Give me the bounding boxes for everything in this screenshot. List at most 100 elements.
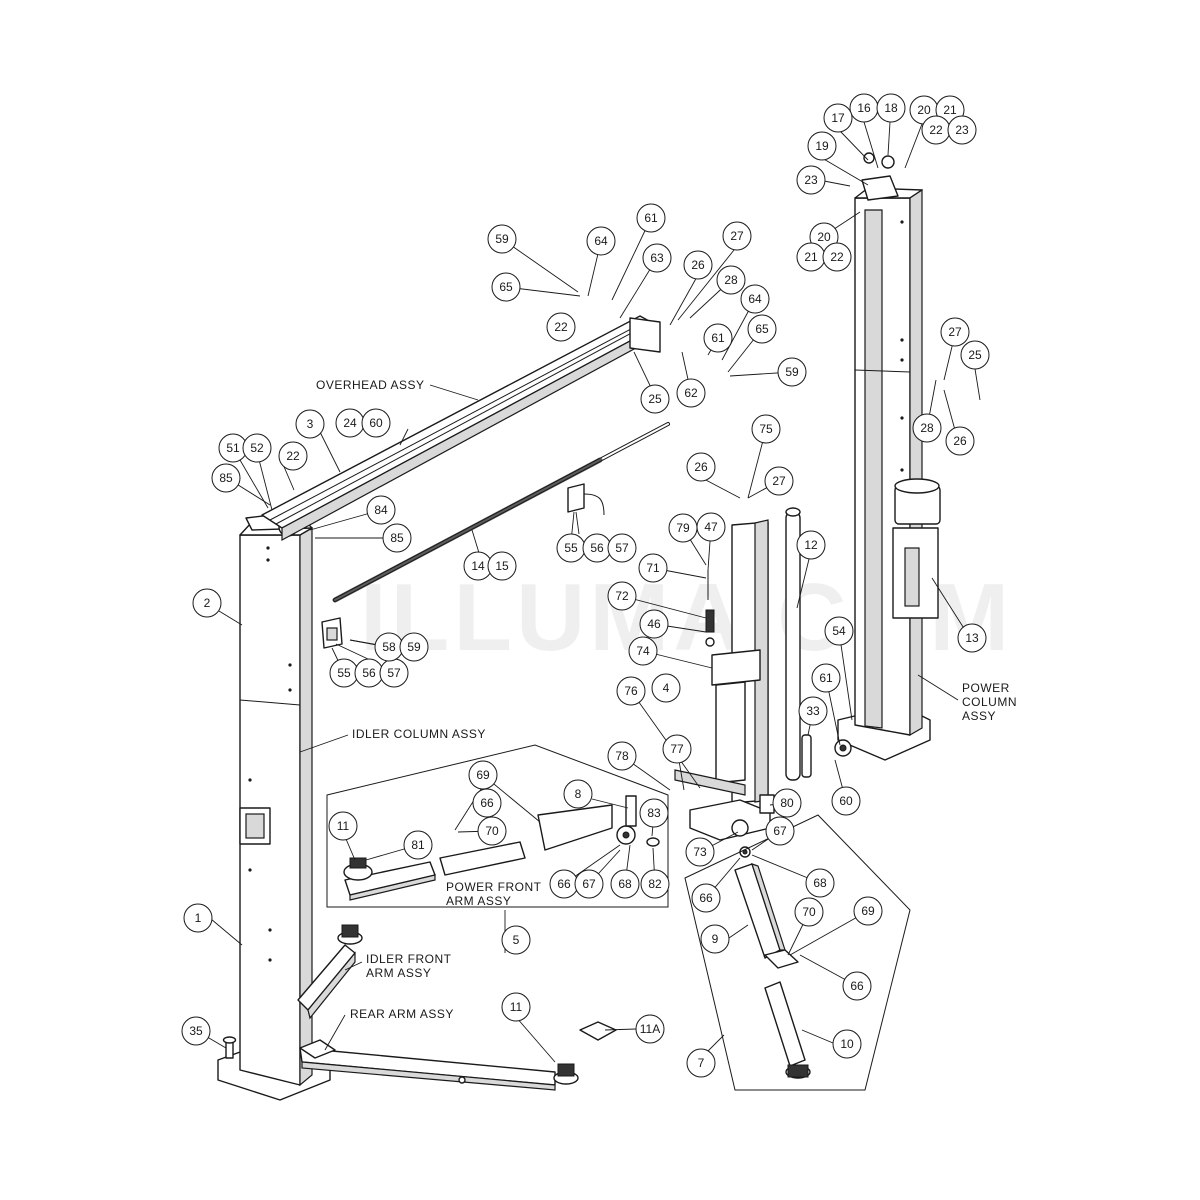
power-front-arm-label-line2: ARM ASSY	[446, 894, 511, 908]
svg-text:82: 82	[648, 877, 662, 891]
svg-text:17: 17	[831, 111, 845, 125]
callout-9: 9	[700, 924, 730, 954]
callout-59-left: 59	[399, 632, 429, 662]
front-arm-7-box	[684, 814, 911, 1091]
svg-text:9: 9	[712, 932, 719, 946]
callout-68-front-arm: 68	[805, 868, 835, 898]
callout-22-idler: 22	[278, 441, 308, 471]
callout-21-lower: 21	[796, 242, 826, 272]
callout-82: 82	[640, 869, 670, 899]
svg-text:63: 63	[650, 251, 664, 265]
svg-text:60: 60	[369, 416, 383, 430]
svg-text:68: 68	[813, 876, 827, 890]
svg-text:22: 22	[286, 449, 300, 463]
callout-85-bottom: 85	[382, 523, 412, 553]
callout-55-left: 55	[329, 658, 359, 688]
callout-27-overhead: 27	[722, 221, 752, 251]
callout-13: 13	[957, 623, 987, 653]
svg-text:22: 22	[929, 123, 943, 137]
callout-70-power-arm: 70	[477, 816, 507, 846]
svg-text:64: 64	[748, 292, 762, 306]
power-front-arm-assembly	[343, 795, 660, 901]
callout-22-top: 22	[921, 115, 951, 145]
svg-text:75: 75	[759, 422, 773, 436]
callout-65-left: 65	[491, 272, 521, 302]
svg-text:61: 61	[711, 331, 725, 345]
callout-26-carriage: 26	[686, 452, 716, 482]
svg-text:79: 79	[676, 521, 690, 535]
power-front-arm-label-line1: POWER FRONT	[446, 880, 542, 894]
svg-text:61: 61	[644, 211, 658, 225]
svg-text:61: 61	[819, 671, 833, 685]
callout-79: 79	[668, 513, 698, 543]
svg-text:35: 35	[189, 1024, 203, 1038]
callout-69-power-arm: 69	[468, 760, 498, 790]
callout-63: 63	[642, 243, 672, 273]
svg-text:80: 80	[780, 796, 794, 810]
idler-column-assy-label: IDLER COLUMN ASSY	[352, 727, 486, 741]
callout-51: 51	[218, 433, 248, 463]
callout-26-overhead: 26	[683, 250, 713, 280]
svg-text:55: 55	[564, 541, 578, 555]
callout-71: 71	[638, 553, 668, 583]
svg-text:66: 66	[850, 979, 864, 993]
callout-83: 83	[639, 798, 669, 828]
callout-27-carriage: 27	[764, 466, 794, 496]
power-column-label-line3: ASSY	[962, 709, 996, 723]
svg-text:21: 21	[943, 103, 957, 117]
svg-text:23: 23	[804, 173, 818, 187]
power-column-label-line1: POWER	[962, 681, 1010, 695]
callout-22-overhead: 22	[546, 312, 576, 342]
callout-25-overhead: 25	[640, 384, 670, 414]
callout-1: 1	[183, 903, 213, 933]
callout-22-lower: 22	[822, 242, 852, 272]
callout-57-right: 57	[607, 533, 637, 563]
overhead-assembly	[261, 315, 670, 603]
callout-52: 52	[242, 433, 272, 463]
svg-text:77: 77	[670, 742, 684, 756]
svg-text:27: 27	[730, 229, 744, 243]
idler-front-arm	[297, 924, 363, 1020]
callout-81: 81	[403, 830, 433, 860]
callout-55-right: 55	[556, 533, 586, 563]
callout-7: 7	[686, 1048, 716, 1078]
overhead-assy-label: OVERHEAD ASSY	[316, 378, 425, 392]
svg-text:24: 24	[343, 416, 357, 430]
svg-text:2: 2	[204, 596, 211, 610]
rear-arm-assy-label: REAR ARM ASSY	[350, 1007, 454, 1021]
svg-text:66: 66	[699, 891, 713, 905]
callout-33: 33	[798, 696, 828, 726]
callout-61-overhead: 61	[636, 203, 666, 233]
callout-85-top: 85	[211, 463, 241, 493]
svg-text:85: 85	[219, 471, 233, 485]
callout-18: 18	[876, 93, 906, 123]
svg-text:51: 51	[226, 441, 240, 455]
svg-text:56: 56	[362, 666, 376, 680]
callout-17: 17	[823, 103, 853, 133]
svg-text:66: 66	[480, 796, 494, 810]
svg-text:60: 60	[839, 794, 853, 808]
svg-text:10: 10	[840, 1037, 854, 1051]
callout-60-base: 60	[831, 786, 861, 816]
callouts: 1 2 3 4 5 7 8 9 10 11 11 11A 12 13 14 15…	[181, 93, 990, 1078]
svg-text:28: 28	[920, 421, 934, 435]
svg-text:47: 47	[704, 520, 718, 534]
svg-text:11A: 11A	[640, 1022, 660, 1036]
callout-67-power-arm: 67	[574, 869, 604, 899]
svg-text:57: 57	[615, 541, 629, 555]
svg-text:26: 26	[953, 434, 967, 448]
svg-text:1: 1	[195, 911, 202, 925]
svg-text:18: 18	[884, 101, 898, 115]
callout-28-power: 28	[912, 413, 942, 443]
svg-text:64: 64	[594, 234, 608, 248]
svg-text:25: 25	[648, 392, 662, 406]
idler-column	[217, 511, 331, 1101]
power-column-label-line2: COLUMN	[962, 695, 1017, 709]
callout-28-overhead: 28	[716, 265, 746, 295]
rear-arm	[299, 1039, 579, 1091]
svg-text:62: 62	[684, 386, 698, 400]
limit-switch-left	[321, 617, 343, 649]
svg-text:11: 11	[337, 819, 350, 833]
svg-text:28: 28	[724, 273, 738, 287]
callout-27-power: 27	[940, 317, 970, 347]
